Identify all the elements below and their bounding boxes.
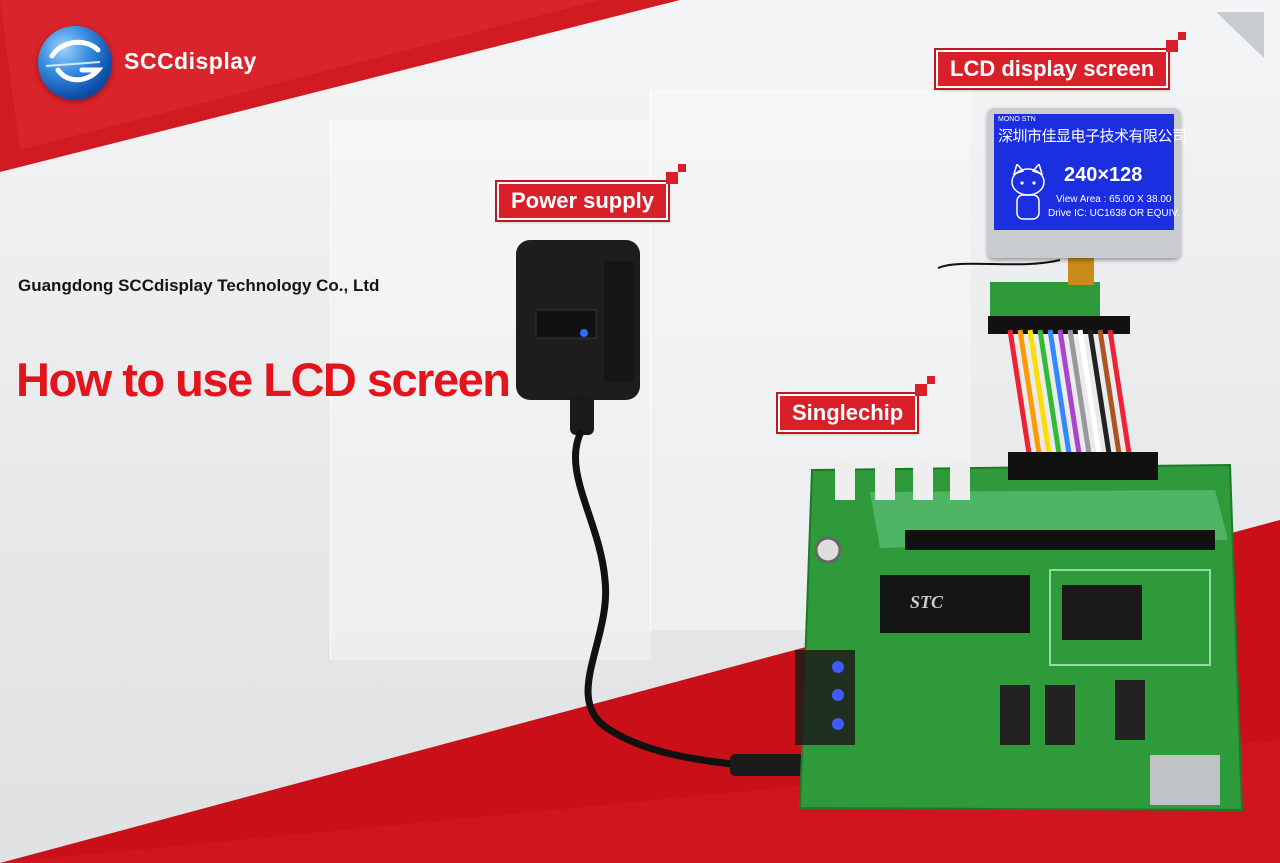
- lcd-line-2: 深圳市佳显电子技术有限公司: [998, 128, 1187, 145]
- page-headline: How to use LCD screen: [16, 353, 511, 406]
- brand-name: SCCdisplay: [124, 48, 257, 74]
- label-text: Power supply: [511, 188, 655, 213]
- label-text: LCD display screen: [950, 56, 1155, 81]
- label-power-supply: Power supply: [494, 164, 687, 222]
- lcd-line-3: 240×128: [1064, 164, 1143, 186]
- label-text: Singlechip: [792, 400, 904, 425]
- chip-marking: STC: [910, 592, 944, 612]
- lcd-line-1: MONO STN: [998, 116, 1036, 123]
- power-adapter: [516, 240, 810, 776]
- lcd-line-4: View Area : 65.00 X 38.00: [1056, 194, 1172, 205]
- lcd-line-5: Drive IC: UC1638 OR EQUIV.: [1048, 208, 1180, 219]
- corner-fold: [1216, 12, 1264, 58]
- label-lcd-display-screen: LCD display screen: [933, 32, 1187, 90]
- pcb-board: [795, 460, 1244, 812]
- top-red-banner-highlight: [0, 0, 600, 150]
- company-name: Guangdong SCCdisplay Technology Co., Ltd: [18, 276, 380, 295]
- label-singlechip: Singlechip: [775, 376, 936, 434]
- kitty-icon: [1011, 164, 1045, 220]
- sccdisplay-logo-icon[interactable]: [38, 26, 112, 100]
- lcd-display: MONO STN 深圳市佳显电子技术有限公司 240×128 View Area…: [994, 114, 1187, 230]
- ribbon-cable: [937, 255, 1158, 480]
